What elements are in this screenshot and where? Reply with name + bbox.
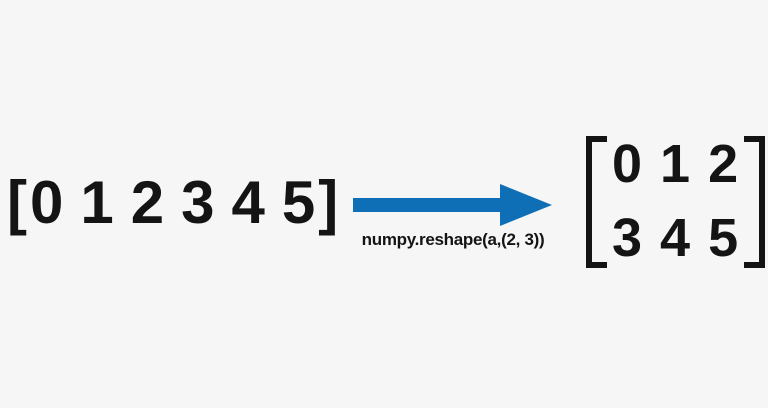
matrix-open-bracket <box>586 136 607 268</box>
matrix-cell: 2 <box>708 134 739 194</box>
matrix-rows: 0 1 2 3 4 5 <box>607 136 744 268</box>
matrix-row: 0 1 2 <box>612 137 738 191</box>
array-value: 2 <box>130 169 165 236</box>
matrix-cell: 0 <box>612 134 643 194</box>
matrix-cell: 5 <box>708 208 739 268</box>
reshape-function-label: numpy.reshape(a,(2, 3)) <box>361 230 545 249</box>
matrix-row: 3 4 5 <box>612 211 738 265</box>
array-open-bracket: [ <box>7 169 27 236</box>
matrix-cell: 4 <box>660 208 691 268</box>
matrix-cell: 3 <box>612 208 643 268</box>
array-value: 5 <box>281 169 316 236</box>
input-array-1d: [ 0 1 2 3 4 5 ] <box>7 173 338 233</box>
output-matrix-2x3: 0 1 2 3 4 5 <box>586 136 766 268</box>
array-close-bracket: ] <box>318 169 339 236</box>
matrix-close-bracket <box>744 136 766 268</box>
array-value: 3 <box>181 169 215 236</box>
matrix-cell: 1 <box>660 134 691 194</box>
array-value: 1 <box>80 169 114 236</box>
array-value: 4 <box>231 169 265 236</box>
array-value: 0 <box>29 169 64 236</box>
right-arrow-shape <box>353 184 552 226</box>
right-arrow-icon <box>353 184 552 226</box>
